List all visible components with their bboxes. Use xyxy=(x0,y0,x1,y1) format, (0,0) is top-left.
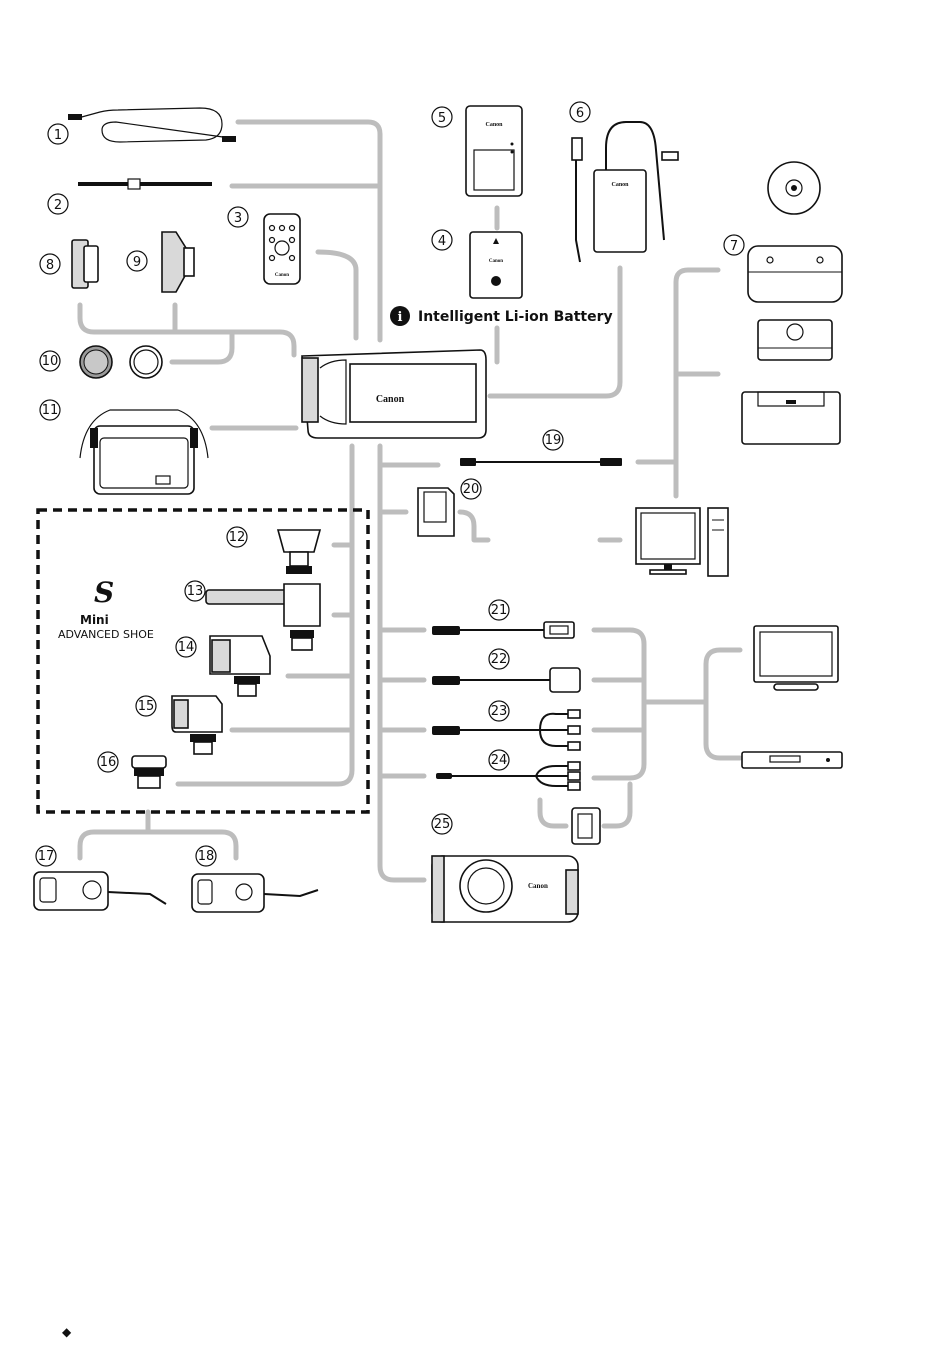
item-number-23: 23 xyxy=(489,701,509,721)
item-number-24: 24 xyxy=(489,750,509,770)
item-number-1: 1 xyxy=(48,124,68,144)
svg-text:10: 10 xyxy=(42,354,59,369)
item-number-4: 4 xyxy=(432,230,452,250)
hdmi-cable-icon xyxy=(432,622,574,638)
item-number-22: 22 xyxy=(489,649,509,669)
component-cable-icon xyxy=(432,668,580,692)
item-number-18: 18 xyxy=(196,846,216,866)
power-adapter-icon: Canon xyxy=(572,122,678,262)
svg-text:14: 14 xyxy=(178,640,195,655)
speedlite-icon xyxy=(172,696,222,754)
memory-card-icon xyxy=(418,488,454,536)
item-number-19: 19 xyxy=(543,430,563,450)
svg-text:20: 20 xyxy=(463,482,480,497)
battery-charger-icon: Canon xyxy=(466,106,522,196)
svg-text:22: 22 xyxy=(491,652,508,667)
item-number-8: 8 xyxy=(40,254,60,274)
waterproof-case-icon: Canon xyxy=(432,856,578,922)
scart-adapter-icon xyxy=(572,808,600,844)
svg-text:19: 19 xyxy=(545,433,562,448)
item-number-7: 7 xyxy=(724,235,744,255)
computer-icon xyxy=(636,508,728,576)
item-number-5: 5 xyxy=(432,107,452,127)
photo-printer-icon xyxy=(758,320,832,360)
item-number-9: 9 xyxy=(127,251,147,271)
svg-text:3: 3 xyxy=(234,211,242,226)
svg-text:Canon: Canon xyxy=(275,273,289,278)
battery-label-text: Intelligent Li-ion Battery xyxy=(418,309,613,325)
svg-text:12: 12 xyxy=(229,530,246,545)
svg-text:i: i xyxy=(398,310,403,325)
video-light-icon xyxy=(210,636,270,696)
svg-text:Canon: Canon xyxy=(489,259,503,264)
svg-text:9: 9 xyxy=(133,255,141,270)
item-number-12: 12 xyxy=(227,527,247,547)
svg-text:13: 13 xyxy=(187,584,204,599)
svg-text:7: 7 xyxy=(730,239,738,254)
video-recorder-icon xyxy=(742,752,842,768)
svg-text:25: 25 xyxy=(434,817,451,832)
item-number-21: 21 xyxy=(489,600,509,620)
svg-text:Canon: Canon xyxy=(528,882,548,890)
shoe-label-line1: Mini xyxy=(80,613,109,627)
wide-converter-icon xyxy=(162,232,194,292)
item-number-13: 13 xyxy=(185,581,205,601)
svg-text:15: 15 xyxy=(138,699,155,714)
item-number-10: 10 xyxy=(40,351,60,371)
svg-text:Canon: Canon xyxy=(485,122,503,128)
svg-text:4: 4 xyxy=(438,234,446,249)
shoe-adapter-icon xyxy=(132,756,166,788)
svg-text:11: 11 xyxy=(42,403,59,418)
av-cable-icon xyxy=(436,762,580,790)
item-number-2: 2 xyxy=(48,194,68,214)
item-number-25: 25 xyxy=(432,814,452,834)
shoulder-strap-icon xyxy=(68,108,236,142)
camcorder-icon: Canon xyxy=(302,350,486,438)
camcorder-brand: Canon xyxy=(376,394,405,405)
usb-cable-icon xyxy=(460,458,622,466)
zoom-remote-controller-icon xyxy=(192,874,318,912)
item-number-15: 15 xyxy=(136,696,156,716)
shoe-label-line2: ADVANCED SHOE xyxy=(58,628,154,641)
remote-controller-icon xyxy=(34,872,166,910)
svg-text:17: 17 xyxy=(38,849,55,864)
svg-text:21: 21 xyxy=(491,603,508,618)
item-number-11: 11 xyxy=(40,400,60,420)
svg-text:2: 2 xyxy=(54,198,62,213)
svg-text:5: 5 xyxy=(438,111,446,126)
inkjet-printer-icon xyxy=(742,392,840,444)
wrist-strap-icon xyxy=(78,179,212,189)
item-number-6: 6 xyxy=(570,102,590,122)
battery-pack-icon: Canon xyxy=(470,232,522,298)
surround-microphone-icon xyxy=(278,530,320,574)
mini-advanced-shoe-logo: S Mini ADVANCED SHOE xyxy=(58,576,154,641)
svg-text:1: 1 xyxy=(54,128,62,143)
tele-converter-icon xyxy=(72,240,98,288)
svg-text:24: 24 xyxy=(491,753,508,768)
tv-icon xyxy=(754,626,838,690)
mini-advanced-shoe-box xyxy=(38,510,368,812)
filter-set-icon xyxy=(80,346,162,378)
wireless-controller-icon: Canon xyxy=(264,214,300,284)
dvd-disc-icon xyxy=(768,162,820,214)
battery-label: i Intelligent Li-ion Battery xyxy=(390,306,613,326)
svg-text:6: 6 xyxy=(576,106,584,121)
svg-text:8: 8 xyxy=(46,258,54,273)
item-number-3: 3 xyxy=(228,207,248,227)
item-number-16: 16 xyxy=(98,752,118,772)
svg-text:18: 18 xyxy=(198,849,215,864)
svg-text:23: 23 xyxy=(491,704,508,719)
item-number-20: 20 xyxy=(461,479,481,499)
item-number-14: 14 xyxy=(176,637,196,657)
item-number-17: 17 xyxy=(36,846,56,866)
dvd-burner-icon xyxy=(748,246,842,302)
footer-bullet: ◆ xyxy=(62,1325,72,1339)
carrying-case-icon xyxy=(80,410,208,494)
svg-text:S: S xyxy=(94,576,114,609)
svg-text:16: 16 xyxy=(100,755,117,770)
svg-text:Canon: Canon xyxy=(611,182,629,188)
